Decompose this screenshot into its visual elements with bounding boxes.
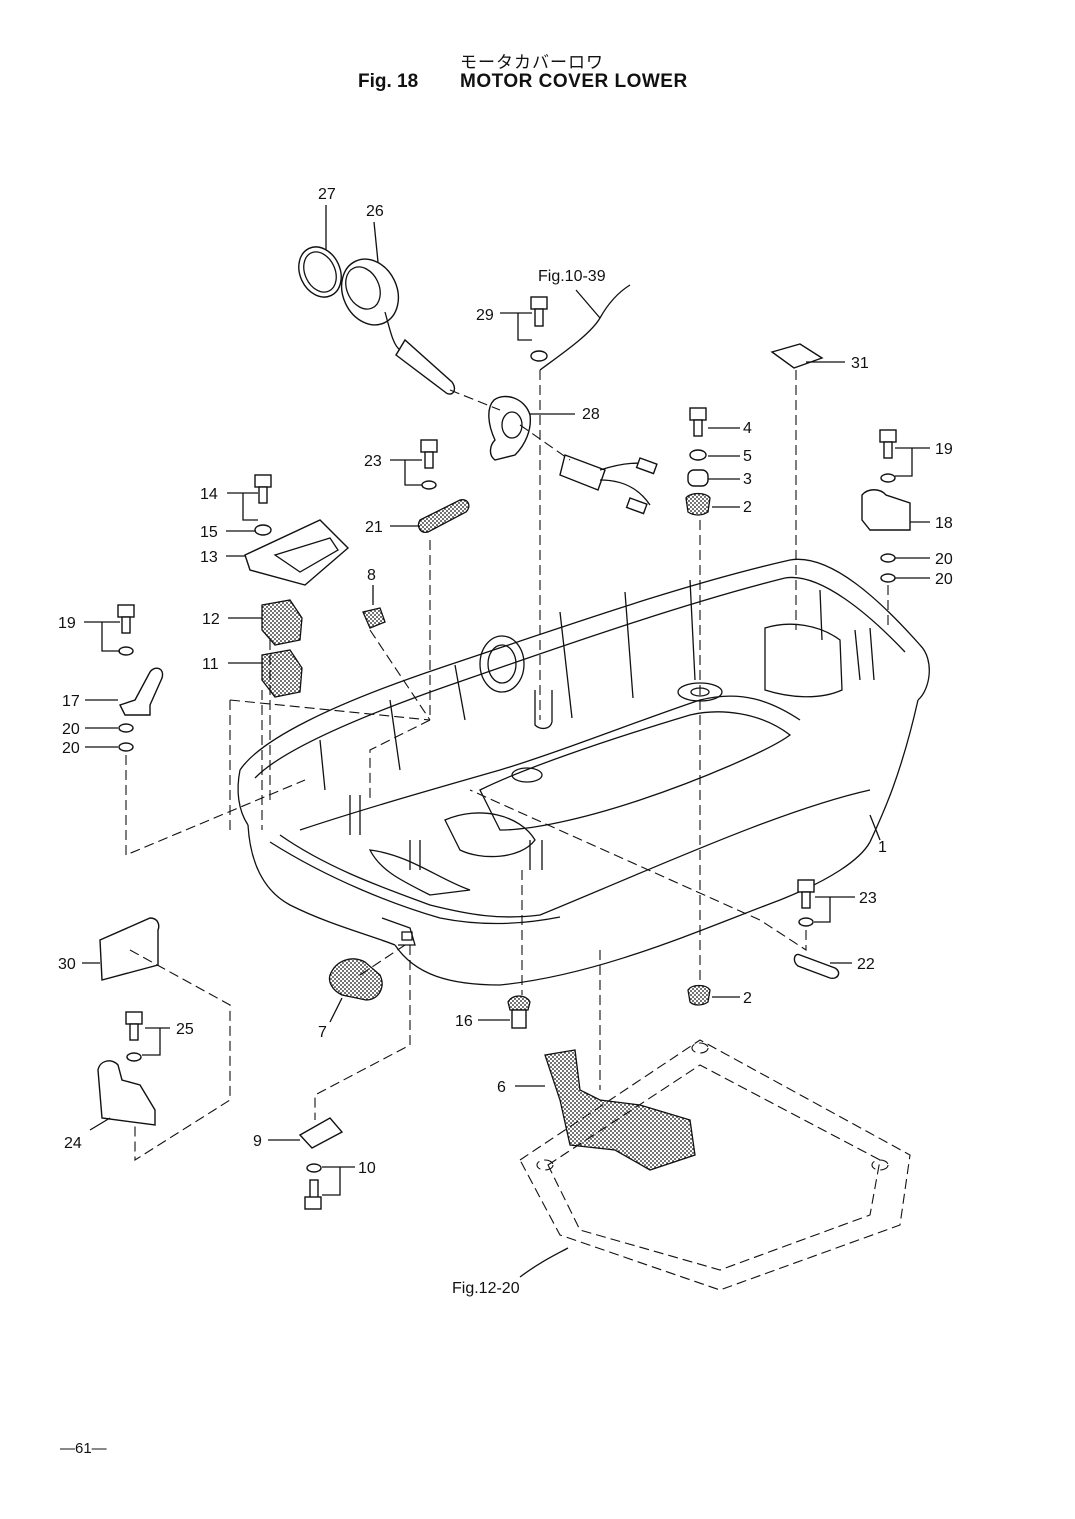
callout-20-right-2: 20 xyxy=(935,571,953,588)
page-number: —61— xyxy=(60,1440,107,1457)
callout-17: 17 xyxy=(62,693,80,710)
callout-labels: 27 26 29 28 31 4 5 3 2 19 18 20 20 23 21… xyxy=(58,186,953,1297)
callout-18: 18 xyxy=(935,515,953,532)
wire-bracket-28 xyxy=(488,284,658,515)
callout-25: 25 xyxy=(176,1021,194,1038)
pad-31 xyxy=(770,343,824,369)
callout-19-left: 19 xyxy=(58,615,76,632)
callout-leaders xyxy=(82,205,930,1278)
bolt-plate-21-23 xyxy=(417,439,470,533)
figure-title: MOTOR COVER LOWER xyxy=(460,71,688,92)
shield-6 xyxy=(544,1049,696,1171)
callout-10: 10 xyxy=(358,1160,376,1177)
o-ring-27 xyxy=(298,246,342,298)
cable-grommet-26 xyxy=(340,258,456,395)
callout-5: 5 xyxy=(743,448,752,465)
hook-assembly-13 xyxy=(244,474,350,586)
rubber-pad-12 xyxy=(261,599,303,646)
callout-24: 24 xyxy=(64,1135,82,1152)
bracket-24-25 xyxy=(97,1011,156,1126)
title-japanese: モータカバーロワ xyxy=(460,53,604,73)
motor-cover-lower-body xyxy=(237,558,930,986)
callout-2-lower: 2 xyxy=(743,990,752,1007)
callout-28: 28 xyxy=(582,406,600,423)
bolt-plate-22-23 xyxy=(793,879,840,980)
bolt-29 xyxy=(530,296,548,362)
ref-fig-10-39: Fig.10-39 xyxy=(538,268,606,285)
callout-20-left-2: 20 xyxy=(62,740,80,757)
callout-16: 16 xyxy=(455,1013,473,1030)
callout-6: 6 xyxy=(497,1079,506,1096)
callout-20-left-1: 20 xyxy=(62,721,80,738)
callout-2-upper: 2 xyxy=(743,499,752,516)
plate-30 xyxy=(99,917,160,981)
callout-23-lower: 23 xyxy=(859,890,877,907)
bolt-stack-4-5-3-2 xyxy=(685,407,711,1006)
lock-assembly-left xyxy=(117,604,164,752)
drain-plug-16 xyxy=(507,995,531,1011)
callout-1: 1 xyxy=(878,839,887,856)
callout-12: 12 xyxy=(202,611,220,628)
ref-fig-12-20: Fig.12-20 xyxy=(452,1280,520,1297)
callout-7: 7 xyxy=(318,1024,327,1041)
grommet-8 xyxy=(362,607,386,629)
callout-9: 9 xyxy=(253,1133,262,1150)
callout-29: 29 xyxy=(476,307,494,324)
callout-4: 4 xyxy=(743,420,752,437)
callout-14: 14 xyxy=(200,486,218,503)
figure-number: Fig. 18 xyxy=(358,71,419,92)
callout-22: 22 xyxy=(857,956,875,973)
callout-30: 30 xyxy=(58,956,76,973)
callout-31: 31 xyxy=(851,355,869,372)
lock-assembly-right xyxy=(861,429,911,583)
callout-23-upper: 23 xyxy=(364,453,382,470)
callout-8: 8 xyxy=(367,567,376,584)
base-casting-ref xyxy=(519,1039,911,1291)
callout-11: 11 xyxy=(202,656,219,673)
rubber-pad-11 xyxy=(261,649,303,698)
callout-13: 13 xyxy=(200,549,218,566)
callout-3: 3 xyxy=(743,471,752,488)
bracket-9-10 xyxy=(298,1117,344,1210)
callout-27: 27 xyxy=(318,186,336,203)
callout-26: 26 xyxy=(366,203,384,220)
mount-rubber-7 xyxy=(328,958,383,1001)
callout-20-right-1: 20 xyxy=(935,551,953,568)
callout-21: 21 xyxy=(365,519,383,536)
callout-19-right: 19 xyxy=(935,441,953,458)
assembly-lines xyxy=(125,370,889,1161)
callout-15: 15 xyxy=(200,524,218,541)
